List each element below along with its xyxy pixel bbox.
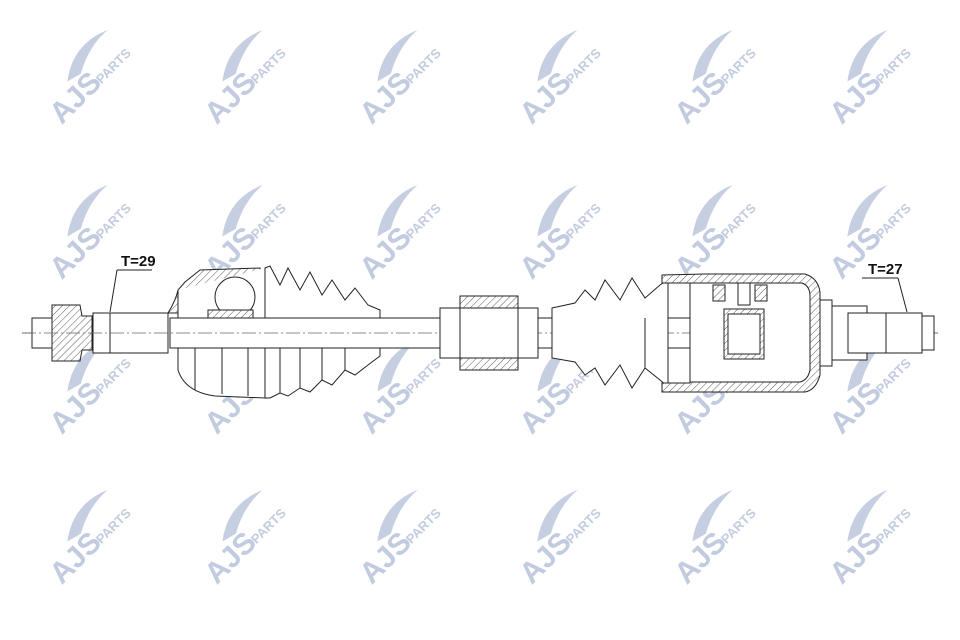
watermark-swoosh-icon xyxy=(377,184,418,237)
inner-cv-housing xyxy=(661,273,821,393)
watermark-suffix: PARTS xyxy=(563,45,604,86)
watermark-swoosh-icon xyxy=(847,29,888,82)
watermark-suffix: PARTS xyxy=(563,200,604,241)
watermark-suffix: PARTS xyxy=(563,505,604,546)
outer-spline-label: T=29 xyxy=(121,253,156,270)
watermark-swoosh-icon xyxy=(67,184,108,237)
watermark-swoosh-icon xyxy=(67,339,108,392)
watermark-swoosh-icon xyxy=(67,29,108,82)
watermark-suffix: PARTS xyxy=(93,200,134,241)
watermark-swoosh-icon xyxy=(222,29,263,82)
leader-line-right xyxy=(897,277,908,313)
watermark-swoosh-icon xyxy=(537,489,578,542)
damper xyxy=(439,295,539,371)
watermark-suffix: PARTS xyxy=(873,355,914,396)
inner-spline-label: T=27 xyxy=(868,261,903,278)
watermark-swoosh-icon xyxy=(222,184,263,237)
leader-line-left xyxy=(109,269,118,313)
watermark-swoosh-icon xyxy=(692,29,733,82)
watermark-suffix: PARTS xyxy=(93,355,134,396)
watermark-swoosh-icon xyxy=(377,339,418,392)
watermark-suffix: PARTS xyxy=(403,505,444,546)
watermark-suffix: PARTS xyxy=(403,355,444,396)
watermark-swoosh-icon xyxy=(377,489,418,542)
inner-boot xyxy=(551,277,669,389)
watermark-suffix: PARTS xyxy=(403,200,444,241)
watermark-suffix: PARTS xyxy=(93,505,134,546)
watermark-swoosh-icon xyxy=(847,339,888,392)
watermark-suffix: PARTS xyxy=(93,45,134,86)
watermark-swoosh-icon xyxy=(222,489,263,542)
watermark-suffix: PARTS xyxy=(873,45,914,86)
watermark-suffix: PARTS xyxy=(873,505,914,546)
inner-stub xyxy=(819,299,935,367)
watermark-suffix: PARTS xyxy=(873,200,914,241)
watermark-suffix: PARTS xyxy=(403,45,444,86)
watermark-swoosh-icon xyxy=(692,489,733,542)
watermark-suffix: PARTS xyxy=(718,200,759,241)
watermark-suffix: PARTS xyxy=(718,505,759,546)
watermark-swoosh-icon xyxy=(67,489,108,542)
watermark-swoosh-icon xyxy=(537,184,578,237)
watermark-swoosh-icon xyxy=(537,29,578,82)
watermark-suffix: PARTS xyxy=(248,45,289,86)
watermark-swoosh-icon xyxy=(692,184,733,237)
watermark-suffix: PARTS xyxy=(248,200,289,241)
watermark-suffix: PARTS xyxy=(718,45,759,86)
watermark-suffix: PARTS xyxy=(248,505,289,546)
watermark-swoosh-icon xyxy=(847,489,888,542)
watermark-swoosh-icon xyxy=(377,29,418,82)
watermark-swoosh-icon xyxy=(847,184,888,237)
watermark-swoosh-icon xyxy=(537,339,578,392)
